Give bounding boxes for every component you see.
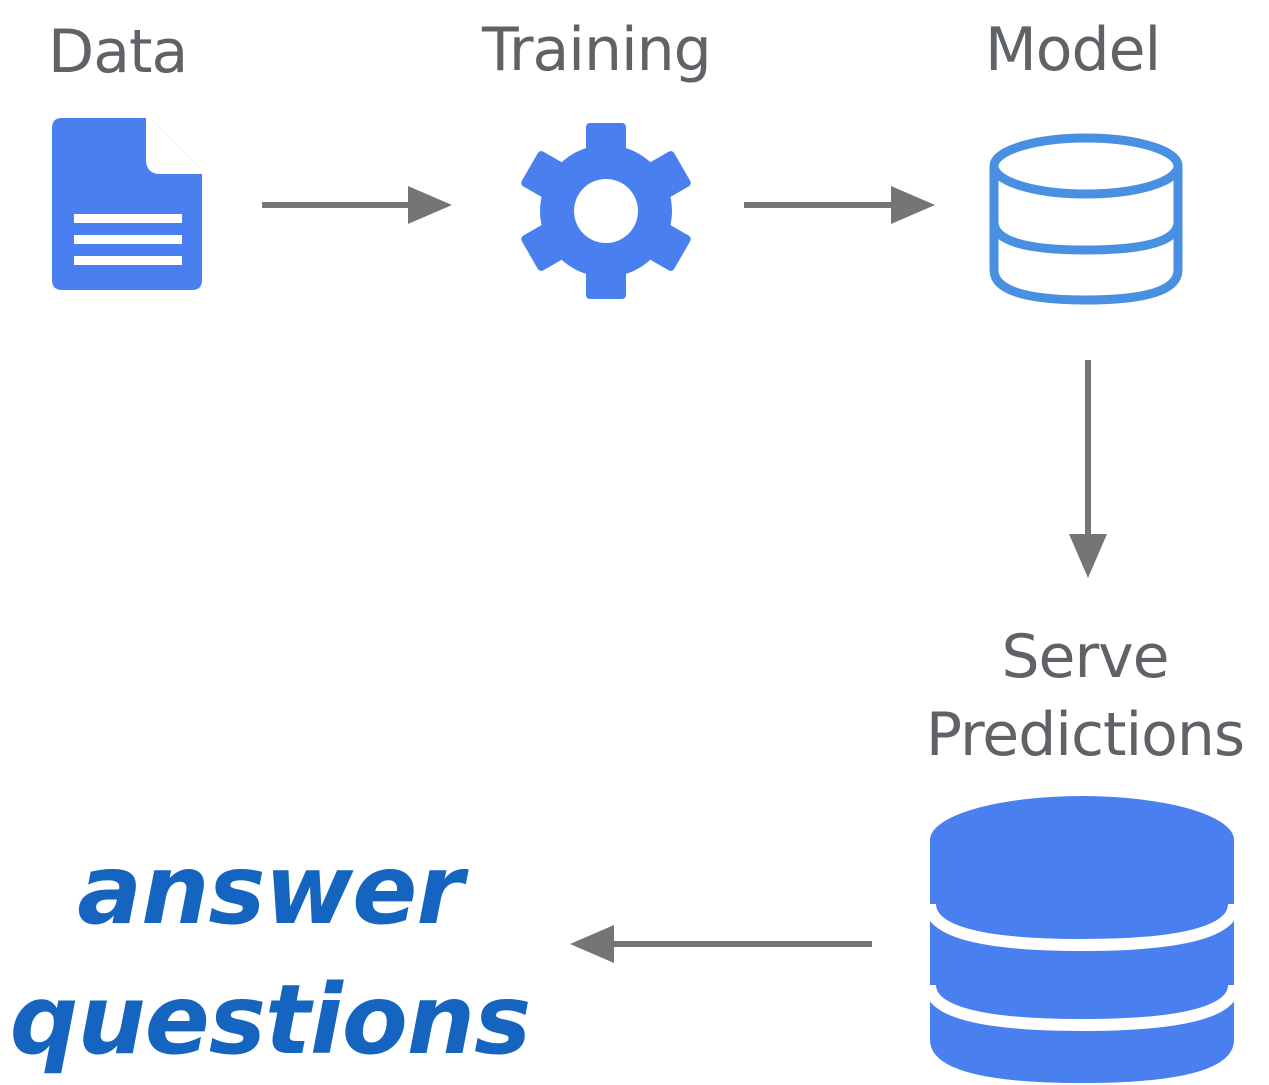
arrow-data-to-training bbox=[262, 186, 452, 224]
model-label: Model bbox=[985, 15, 1161, 85]
serve-predictions-label-line2: Predictions bbox=[925, 700, 1245, 770]
database-outline-icon bbox=[989, 133, 1183, 305]
answer-questions-text: answer questions bbox=[0, 825, 540, 1085]
arrow-model-to-serve bbox=[1069, 360, 1107, 578]
serve-predictions-label-line1: Serve bbox=[1001, 622, 1169, 692]
document-icon bbox=[52, 118, 202, 290]
data-label: Data bbox=[48, 17, 188, 87]
answer-questions-line2: questions bbox=[9, 964, 532, 1076]
gear-icon bbox=[521, 123, 691, 299]
arrow-training-to-model bbox=[744, 186, 935, 224]
serve-predictions-label: Serve Predictions bbox=[900, 618, 1269, 774]
arrow-serve-to-answer bbox=[570, 925, 872, 963]
database-filled-icon bbox=[924, 796, 1240, 1083]
answer-questions-line1: answer bbox=[77, 834, 463, 946]
training-label: Training bbox=[482, 15, 712, 85]
